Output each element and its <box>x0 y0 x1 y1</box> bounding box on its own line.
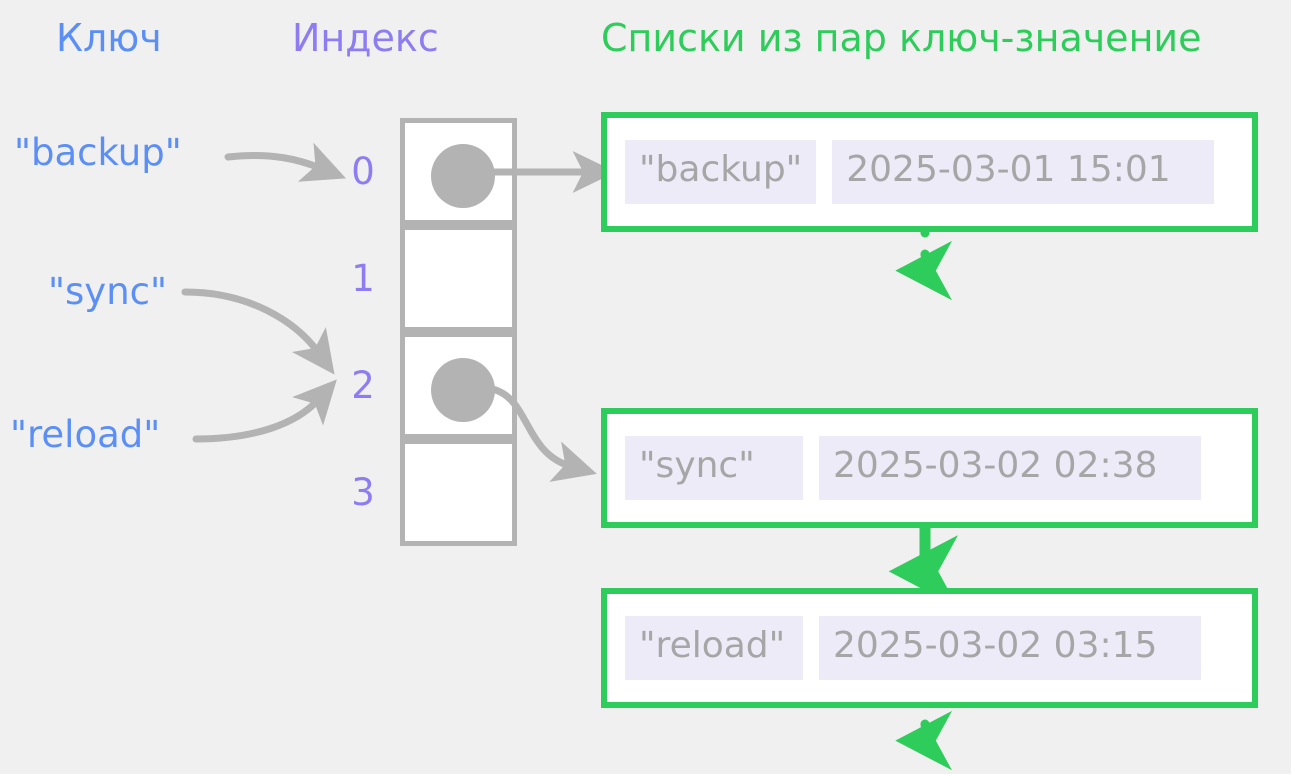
bucket-index-3: 3 <box>351 471 375 514</box>
header-lists: Списки из пар ключ-значение <box>601 16 1202 60</box>
arrow-sync-to-index2 <box>181 288 335 375</box>
chain-node-value: 2025-03-02 02:38 <box>819 436 1201 500</box>
bucket-cell-1[interactable] <box>400 225 517 332</box>
key-label-sync: "sync" <box>48 270 168 313</box>
bucket-cell-2[interactable] <box>400 332 517 439</box>
header-index: Индекс <box>292 16 439 60</box>
arrow-bucket2-to-node-sync <box>482 384 597 482</box>
chain-node-key: "reload" <box>625 616 803 680</box>
chain-node-value: 2025-03-01 15:01 <box>832 140 1215 204</box>
header-key: Ключ <box>56 16 162 60</box>
key-label-reload: "reload" <box>10 413 161 456</box>
bucket-array <box>400 118 517 546</box>
bucket-cell-3[interactable] <box>400 439 517 546</box>
bucket-index-2: 2 <box>351 364 375 407</box>
arrow-reload-to-index2 <box>192 379 337 443</box>
chain-node-value: 2025-03-02 03:15 <box>819 616 1201 680</box>
key-label-backup: "backup" <box>14 131 182 174</box>
bucket-pointer-dot-0 <box>431 144 495 208</box>
chain-node-reload[interactable]: "reload" 2025-03-02 03:15 <box>601 588 1258 708</box>
chain-node-backup[interactable]: "backup" 2025-03-01 15:01 <box>601 112 1258 232</box>
bucket-index-0: 0 <box>351 150 375 193</box>
chain-node-sync[interactable]: "sync" 2025-03-02 02:38 <box>601 408 1258 528</box>
chain-node-key: "backup" <box>625 140 817 204</box>
bucket-index-1: 1 <box>351 257 375 300</box>
chain-node-key: "sync" <box>625 436 803 500</box>
arrow-backup-to-index0 <box>224 142 346 182</box>
